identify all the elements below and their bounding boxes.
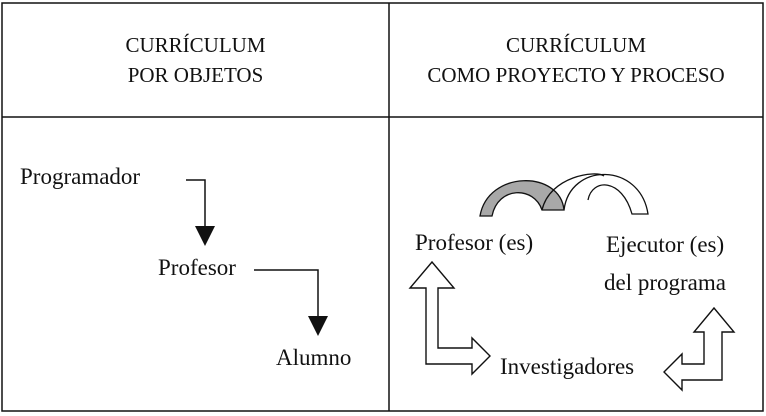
label-teacher: Profesor (158, 255, 236, 280)
flow-arrow-teacher-to-student (254, 269, 328, 336)
header-left-line1: CURRÍCULUM (125, 33, 266, 57)
header-left: CURRÍCULUM POR OBJETOS (2, 30, 389, 90)
label-executor-line2: del programa (604, 270, 726, 295)
label-researchers: Investigadores (500, 354, 635, 379)
label-executor-line1: Ejecutor (es) (606, 232, 725, 257)
header-right: CURRÍCULUM COMO PROYECTO Y PROCESO (389, 30, 763, 90)
label-teachers: Profesor (es) (415, 230, 534, 255)
flow-arrow-programmer-to-teacher (186, 179, 215, 246)
label-student: Alumno (276, 345, 352, 370)
header-right-line2: COMO PROYECTO Y PROCESO (427, 63, 725, 87)
hollow-arrow-researchers-executor (663, 306, 736, 392)
label-programmer: Programador (20, 164, 141, 189)
bridge-icon (479, 173, 649, 217)
hollow-arrow-teachers-researchers (408, 260, 491, 376)
header-left-line2: POR OBJETOS (127, 63, 264, 87)
header-right-line1: CURRÍCULUM (505, 33, 647, 57)
